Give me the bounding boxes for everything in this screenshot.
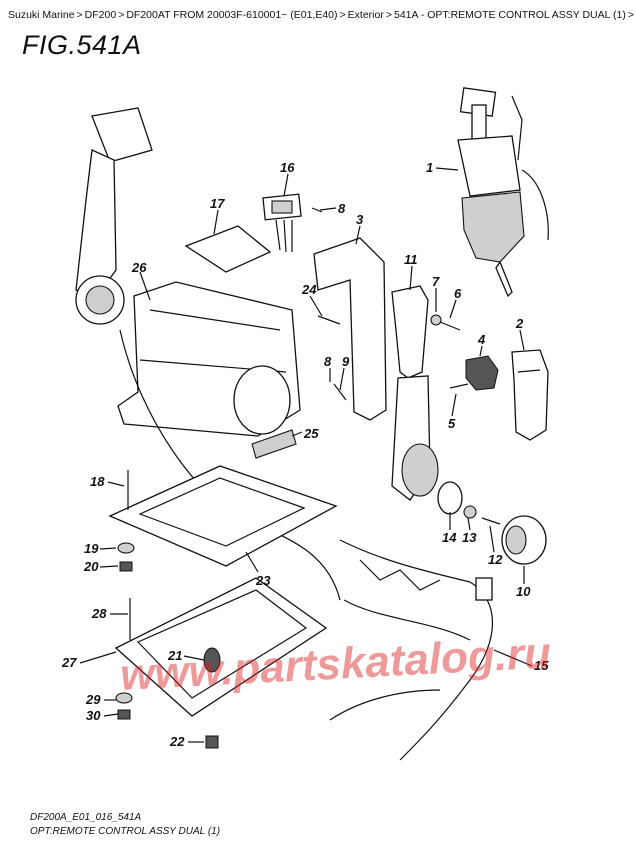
breadcrumb-link-541a[interactable]: 541A - OPT:REMOTE CONTROL ASSY DUAL (1) (393, 9, 626, 21)
callout-10[interactable]: 10 (516, 584, 531, 599)
figure-title: FIG.541A (22, 30, 142, 60)
part-8-illustration (311, 207, 323, 213)
part-14-illustration (437, 481, 463, 515)
callout-9[interactable]: 9 (342, 354, 350, 369)
callout-11[interactable]: 11 (404, 252, 418, 267)
part-11-illustration (391, 285, 439, 501)
callout-27[interactable]: 27 (61, 655, 77, 670)
breadcrumb: Suzuki Marine>DF200>DF200AT FROM 20003F-… (8, 9, 634, 21)
callout-29[interactable]: 29 (85, 692, 101, 707)
part-2-illustration (511, 349, 549, 441)
callout-23[interactable]: 23 (255, 573, 271, 588)
part-7-illustration (430, 314, 442, 326)
breadcrumb-separator: > (385, 9, 392, 21)
part-24-illustration (317, 315, 341, 325)
callout-16[interactable]: 16 (280, 160, 295, 175)
callout-28[interactable]: 28 (91, 606, 107, 621)
part-15-illustration (329, 539, 494, 761)
callout-14[interactable]: 14 (442, 530, 457, 545)
callout-26[interactable]: 26 (131, 260, 147, 275)
part-17-illustration (184, 225, 272, 273)
callout-15[interactable]: 15 (534, 658, 549, 673)
remote-control-assy-illustration (457, 87, 549, 298)
callout-5[interactable]: 5 (448, 416, 456, 431)
breadcrumb-link-exterior[interactable]: Exterior (347, 9, 384, 21)
diagram-code: DF200A_E01_016_541A (30, 812, 142, 823)
callout-18[interactable]: 18 (90, 474, 105, 489)
callout-19[interactable]: 19 (84, 541, 99, 556)
callout-8[interactable]: 8 (338, 201, 346, 216)
breadcrumb-link-df200[interactable]: DF200 (84, 9, 117, 21)
callout-21[interactable]: 21 (167, 648, 182, 663)
breadcrumb-link-suzuki-marine[interactable]: Suzuki Marine (8, 9, 75, 21)
part-22-illustration (205, 735, 219, 749)
breadcrumb-separator: > (339, 9, 346, 21)
part-6-illustration (439, 321, 461, 331)
leader-lines (79, 167, 533, 743)
breadcrumb-separator: > (627, 9, 634, 21)
breadcrumb-separator: > (76, 9, 83, 21)
diagram-caption: OPT:REMOTE CONTROL ASSY DUAL (1) (30, 826, 221, 837)
part-26-illustration (117, 281, 301, 437)
callout-20[interactable]: 20 (83, 559, 99, 574)
part-3-illustration (313, 237, 387, 421)
part-5-illustration (449, 383, 469, 389)
callout-30[interactable]: 30 (86, 708, 101, 723)
callout-3[interactable]: 3 (356, 212, 364, 227)
part-4-illustration (465, 355, 499, 391)
part-16-illustration (262, 193, 302, 253)
callout-6[interactable]: 6 (454, 286, 462, 301)
callout-labels: 1 2 3 4 5 6 7 8 8 9 10 11 12 13 14 15 16… (61, 160, 549, 749)
part-12-illustration (481, 517, 501, 525)
part-29-illustration (115, 692, 133, 704)
callout-24[interactable]: 24 (301, 282, 317, 297)
callout-4[interactable]: 4 (477, 332, 486, 347)
callout-1[interactable]: 1 (426, 160, 433, 175)
part-23-illustration (108, 465, 338, 567)
callout-17[interactable]: 17 (210, 196, 225, 211)
callout-13[interactable]: 13 (462, 530, 477, 545)
part-19-illustration (117, 542, 135, 554)
parts-diagram: 1 2 3 4 5 6 7 8 8 9 10 11 12 13 14 15 16… (61, 87, 549, 761)
part-10-illustration (501, 515, 547, 565)
breadcrumb-separator: > (118, 9, 125, 21)
part-20-illustration (119, 561, 133, 572)
callout-7[interactable]: 7 (432, 274, 440, 289)
part-9-illustration (333, 383, 347, 401)
callout-8[interactable]: 8 (324, 354, 332, 369)
callout-25[interactable]: 25 (303, 426, 319, 441)
callout-22[interactable]: 22 (169, 734, 185, 749)
part-25-illustration (251, 429, 297, 459)
callout-12[interactable]: 12 (488, 552, 503, 567)
part-13-illustration (463, 505, 477, 519)
part-30-illustration (117, 709, 131, 720)
part-27-illustration (114, 577, 328, 717)
breadcrumb-link-df200at[interactable]: DF200AT FROM 20003F-610001~ (E01,E40) (126, 9, 338, 21)
callout-2[interactable]: 2 (515, 316, 524, 331)
